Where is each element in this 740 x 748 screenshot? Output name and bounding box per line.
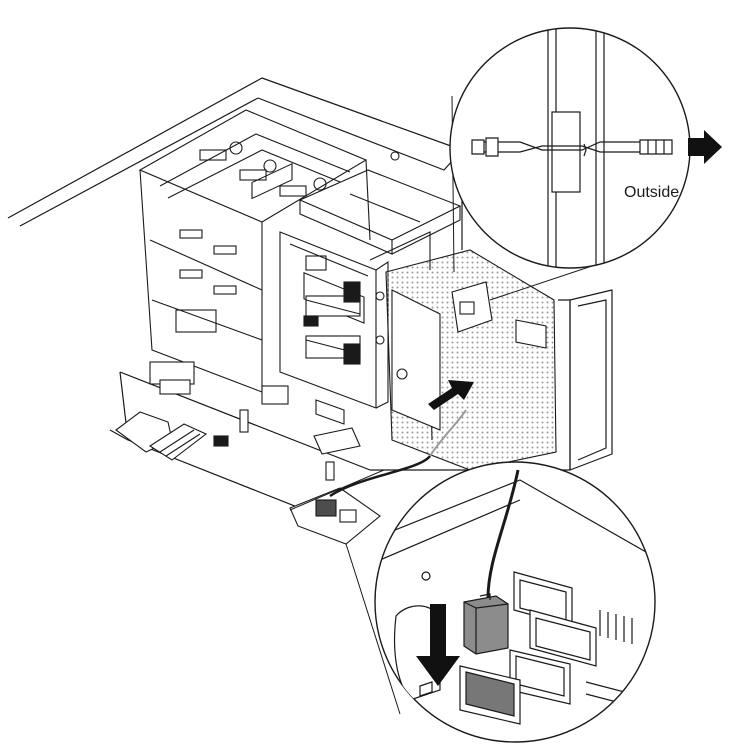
arrow-down-icon (416, 604, 460, 686)
arrow-right-icon (688, 130, 722, 164)
cable-port-bracket (451, 281, 493, 333)
drive-cage (138, 109, 371, 393)
outside-label: Outside (624, 184, 680, 201)
drive-bays (298, 151, 462, 270)
arrow-up-right-icon (428, 380, 474, 410)
motherboard (115, 361, 361, 481)
sata-riser-board (289, 409, 467, 545)
server-chassis (7, 77, 613, 521)
outside-detail-callout (449, 27, 722, 269)
backplane (279, 231, 389, 409)
rear-fan-grille (385, 249, 557, 471)
connector-detail-callout (374, 461, 656, 743)
